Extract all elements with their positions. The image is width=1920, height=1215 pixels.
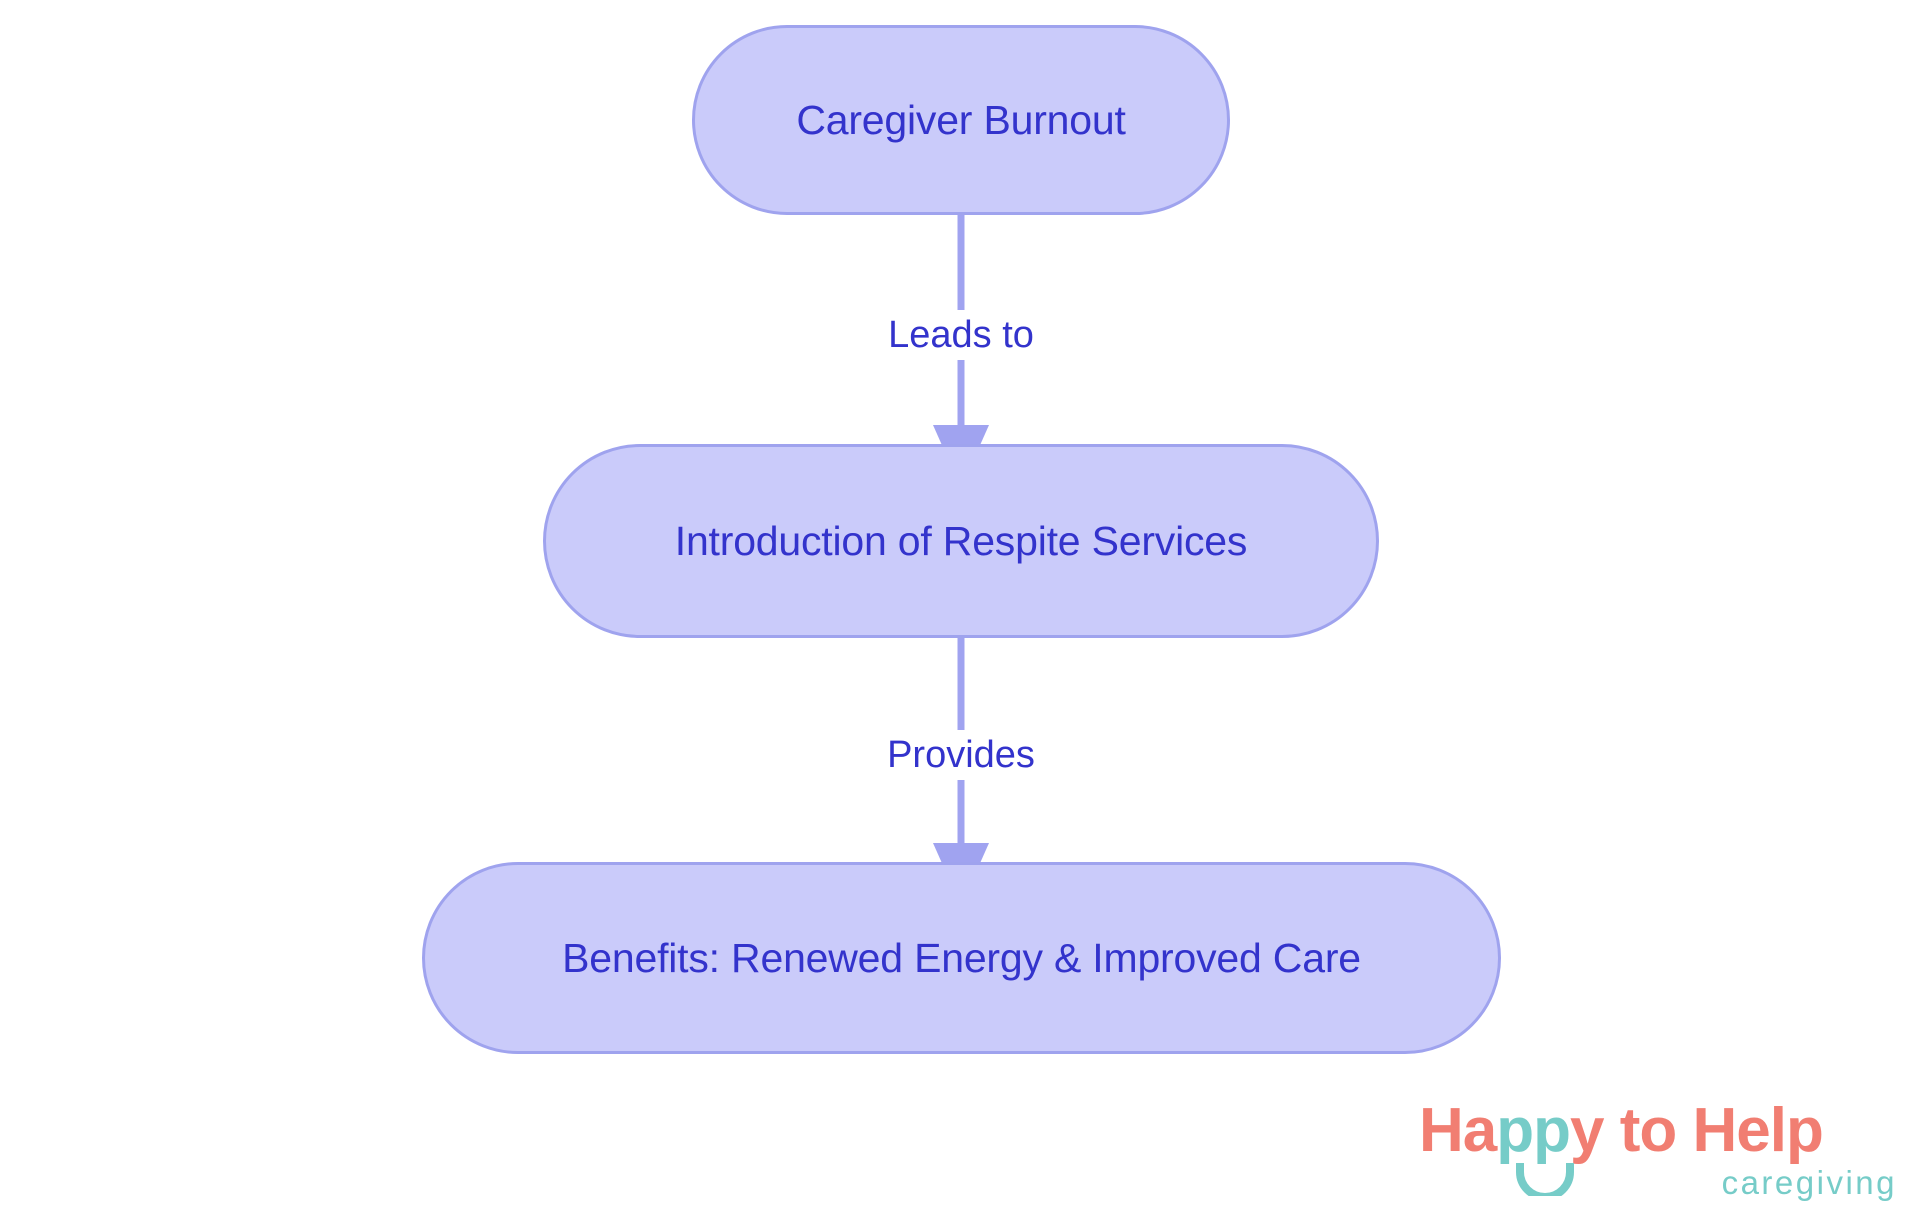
flow-node-label: Caregiver Burnout (796, 96, 1126, 143)
flow-node-label: Introduction of Respite Services (674, 517, 1248, 564)
edge-label-leads-to: Leads to (878, 310, 1044, 360)
brand-logo: Happy to Help caregiving (1419, 1100, 1899, 1210)
logo-tagline: caregiving (1721, 1164, 1897, 1201)
edge-label-provides: Provides (877, 730, 1045, 780)
logo-text-pp: pp (1496, 1096, 1571, 1165)
logo-text-y-to-help: y to Help (1570, 1096, 1824, 1165)
smile-icon (1516, 1163, 1574, 1196)
flow-node-introduction-of-respite-services[interactable]: Introduction of Respite Services (543, 444, 1379, 638)
flow-node-benefits-renewed-energy-improved-care[interactable]: Benefits: Renewed Energy & Improved Care (422, 862, 1501, 1054)
logo-wordmark: Happy to Help (1419, 1100, 1824, 1162)
flow-node-label: Benefits: Renewed Energy & Improved Care (562, 934, 1361, 981)
logo-text-ha: Ha (1419, 1096, 1497, 1165)
flow-node-caregiver-burnout[interactable]: Caregiver Burnout (692, 25, 1230, 215)
